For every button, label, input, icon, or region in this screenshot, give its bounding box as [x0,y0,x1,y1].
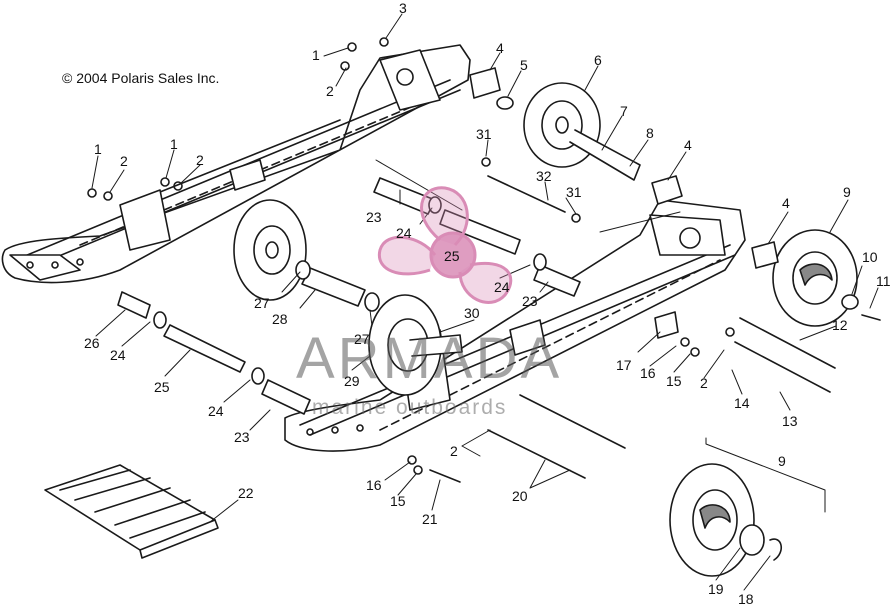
skid-plate-22 [44,464,219,559]
callout-label: 4 [684,137,692,153]
callout-label: 27 [254,295,270,311]
callout-label: 9 [778,453,786,469]
small-parts [87,37,881,475]
callout-label: 27 [354,331,370,347]
callout-label: 15 [390,493,406,509]
callout-label: 7 [620,103,628,119]
callout-label: 1 [94,141,102,157]
callout-label: 2 [120,153,128,169]
callout-label: 6 [594,52,602,68]
callout-label: 17 [616,357,632,373]
callout-label: 30 [464,305,480,321]
callout-label: 16 [366,477,382,493]
callout-label: 4 [782,195,790,211]
callout-label: 13 [782,413,798,429]
propeller-logo [377,186,513,304]
callout-labels: 1 2 3 1 2 4 5 6 7 8 1 2 1 2 31 32 31 4 9… [84,0,891,607]
watermark-badge-number: 25 [444,248,460,264]
callout-label: 32 [536,168,552,184]
callout-label: 12 [832,317,848,333]
callout-label: 22 [238,485,254,501]
callout-label: 2 [196,152,204,168]
callout-label: 10 [862,249,878,265]
shafts [117,175,836,483]
copyright-notice: © 2004 Polaris Sales Inc. [62,70,220,86]
callout-label: 31 [566,184,582,200]
callout-label: 1 [312,47,320,63]
callout-label: 21 [422,511,438,527]
callout-label: 2 [450,443,458,459]
watermark: 25 ARMADA marine outboards [296,186,562,419]
callout-label: 24 [396,225,412,241]
callout-label: 28 [272,311,288,327]
callout-label: 9 [843,184,851,200]
callout-label: 31 [476,126,492,142]
propeller-blade-left [377,235,437,276]
callout-label: 20 [512,488,528,504]
leader-lines [91,13,879,591]
wheel-27 [233,199,307,301]
propeller-blade-top [420,186,469,247]
left-rail [1,44,471,284]
callout-label: 16 [640,365,656,381]
callout-label: 23 [234,429,250,445]
wheel-9-detail [669,463,782,577]
callout-label: 3 [399,0,407,16]
callout-label: 24 [494,279,510,295]
callout-label: 11 [876,273,891,289]
callout-label: 5 [520,57,528,73]
wheel-6 [523,82,641,181]
watermark-subtitle: marine outboards [312,396,507,419]
callout-label: 24 [110,347,126,363]
callout-label: 29 [344,373,360,389]
callout-label: 18 [738,591,754,606]
callout-label: 1 [170,136,178,152]
callout-label: 15 [666,373,682,389]
callout-label: 23 [366,209,382,225]
propeller-hub [429,231,477,279]
callout-label: 24 [208,403,224,419]
callout-label: 19 [708,581,724,597]
watermark-title: ARMADA [296,326,562,391]
callout-label: 4 [496,40,504,56]
callout-label: 8 [646,125,654,141]
callout-label: 2 [700,375,708,391]
propeller-blade-right [458,262,513,304]
callout-label: 26 [84,335,100,351]
callout-label: 14 [734,395,750,411]
wheel-30 [368,294,463,396]
callout-label: 2 [326,83,334,99]
wheel-9 [772,229,858,327]
callout-label: 23 [522,293,538,309]
callout-label: 25 [154,379,170,395]
